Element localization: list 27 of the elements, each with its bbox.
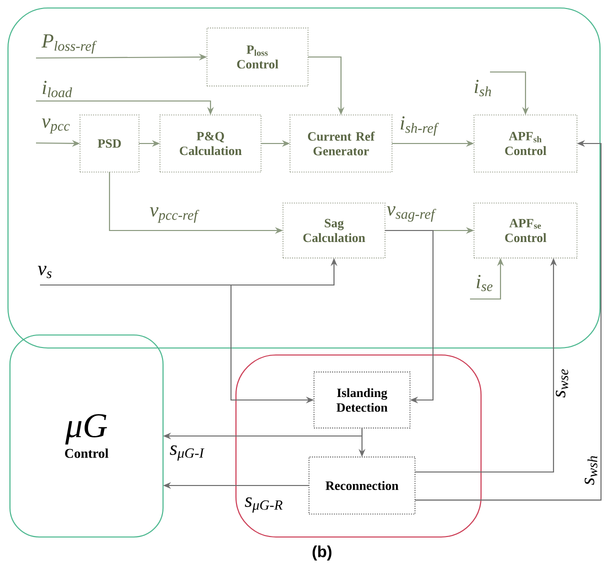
block-box: Reconnection bbox=[308, 456, 416, 514]
rounded-panel bbox=[7, 7, 601, 349]
block-box: P&Q Calculation bbox=[160, 114, 262, 172]
arrow bbox=[385, 230, 434, 404]
edge-label: i$_{load}$ bbox=[40, 79, 74, 99]
block-box: Sag Calculation bbox=[282, 202, 386, 258]
edge-label: i$_{sh-ref}$ bbox=[398, 114, 440, 138]
rounded-panel bbox=[235, 354, 482, 538]
block-box: APF$_{se}$ Control bbox=[474, 202, 578, 258]
edge-label: s$_{wse}$ bbox=[554, 366, 570, 400]
edge-label: i$_{sh}$ bbox=[472, 78, 494, 98]
panel-label: (b) bbox=[312, 546, 332, 560]
edge-label: s$_{μG-I}$ bbox=[168, 444, 206, 462]
edge-label: s$_{μG-R}$ bbox=[243, 496, 285, 514]
edge-label: v$_{sag-ref}$ bbox=[385, 204, 437, 224]
block-box: P$_{loss}$ Control bbox=[206, 28, 308, 86]
edge-label: i$_{se}$ bbox=[474, 274, 495, 292]
block-box: PSD bbox=[80, 114, 140, 172]
edge-label: s$_{wsh}$ bbox=[583, 454, 599, 486]
edge-label: v$_{pcc-ref}$ bbox=[148, 206, 200, 224]
block-box: Islanding Detection bbox=[314, 372, 410, 428]
block-box: Current Ref Generator bbox=[290, 114, 392, 172]
edge-label: v$_{s}$ bbox=[36, 264, 54, 280]
edge-label: v$_{pcc}$ bbox=[40, 117, 72, 135]
edge-label: P$_{loss-ref}$ bbox=[40, 33, 98, 55]
block-box: APF$_{sh}$ Control bbox=[474, 114, 578, 172]
control-panel: μG Control bbox=[9, 334, 164, 538]
